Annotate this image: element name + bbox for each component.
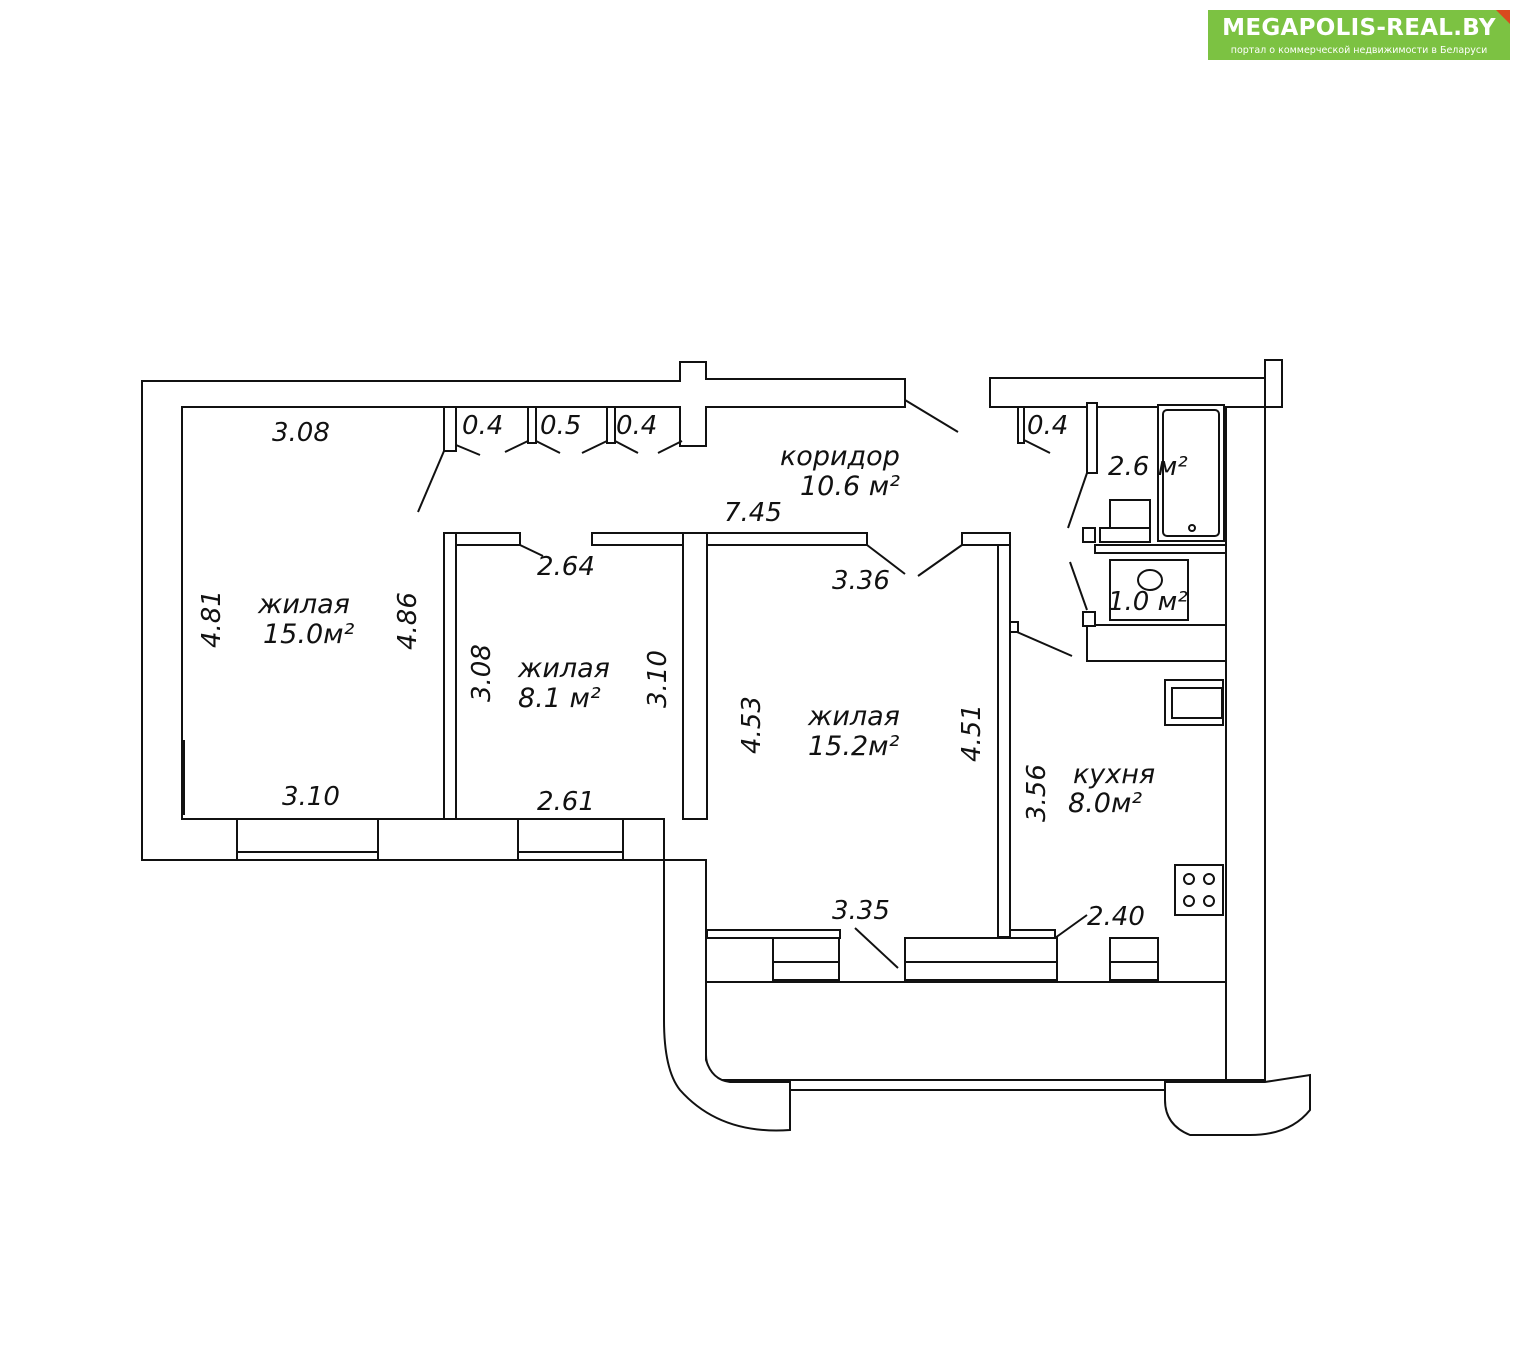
dim-closet-2: 0.5 xyxy=(540,411,581,441)
closet-door-2 xyxy=(504,440,529,453)
balcony-door xyxy=(904,937,1058,981)
door-r1 xyxy=(417,450,445,513)
dim-r1-left: 4.81 xyxy=(197,590,227,648)
room-name-corridor: коридор xyxy=(780,441,900,472)
windows xyxy=(236,818,1166,1091)
wall-corridor-mid xyxy=(591,532,684,546)
dim-r3-bottom: 3.35 xyxy=(832,896,890,926)
closet-divider-2 xyxy=(527,406,537,444)
door-r3-left xyxy=(866,544,906,575)
room-name-living2: жилая xyxy=(517,653,610,684)
dim-r3-top: 3.36 xyxy=(832,566,890,596)
window-r1 xyxy=(236,818,379,861)
dim-r2-top: 2.64 xyxy=(537,552,595,582)
brand-corner-flag xyxy=(1496,10,1510,24)
dim-r2-bottom: 2.61 xyxy=(537,787,595,817)
walls xyxy=(141,359,1311,1136)
room-area-bath: 2.6 м² xyxy=(1108,452,1188,482)
door-r2 xyxy=(519,544,544,557)
wall-bath-left xyxy=(1086,402,1098,474)
door-balcony-1 xyxy=(854,927,899,969)
door-entrance xyxy=(904,399,959,433)
room-area-corridor: 10.6 м² xyxy=(800,471,900,502)
closet-bath-divider xyxy=(1017,406,1025,444)
loggia-window xyxy=(789,1079,1166,1091)
dim-r1-bottom: 3.10 xyxy=(282,782,340,812)
wall-wc-bottom xyxy=(1086,624,1227,662)
window-r3 xyxy=(772,937,840,981)
closet-door-3 xyxy=(535,440,561,454)
dim-r2-right: 3.10 xyxy=(643,650,673,708)
room-area-wc: 1.0 м² xyxy=(1108,587,1188,617)
dim-r2-left: 3.08 xyxy=(467,644,497,702)
room-area-living3: 15.2м² xyxy=(808,731,899,762)
brand-title: MEGAPOLIS-REAL.BY xyxy=(1222,15,1496,41)
dim-closet-1: 0.4 xyxy=(462,411,503,441)
wall-r3-kitchen xyxy=(997,532,1011,938)
closet-divider-1 xyxy=(443,406,457,452)
window-r2 xyxy=(517,818,624,861)
outer-wall-right xyxy=(1225,406,1266,1081)
door-balcony-2 xyxy=(1054,914,1088,939)
room-name-living3: жилая xyxy=(807,701,900,732)
wall-r1-r2 xyxy=(443,532,457,820)
closet-bath-door xyxy=(1023,439,1051,454)
dim-kitchen-bottom: 2.40 xyxy=(1087,902,1145,932)
dimension-labels: 3.08 0.4 0.5 0.4 0.4 7.45 2.64 3.36 3.10… xyxy=(197,411,1145,932)
fixtures xyxy=(1099,404,1225,916)
bathtub-inner xyxy=(1162,409,1220,537)
door-kitchen xyxy=(1016,631,1073,657)
door-bath xyxy=(1067,472,1088,529)
wall-bath-div xyxy=(1094,544,1227,554)
dim-closet-4: 0.4 xyxy=(1027,411,1068,441)
dim-r3-right: 4.51 xyxy=(957,704,987,762)
wall-corridor-r3b xyxy=(961,532,1011,546)
closet-divider-3 xyxy=(606,406,616,444)
wall-k-bottom xyxy=(1009,929,1056,939)
closet-door-6 xyxy=(657,440,683,454)
wall-corridor-r2 xyxy=(455,532,521,546)
room-area-living2: 8.1 м² xyxy=(518,683,601,714)
loggia-bottom-band xyxy=(705,981,1227,1081)
brand-banner: MEGAPOLIS-REAL.BY портал о коммерческой … xyxy=(1208,10,1510,60)
room-name-living1: жилая xyxy=(257,589,350,620)
wall-r3-bottom xyxy=(706,929,841,939)
window-kitchen xyxy=(1109,937,1159,981)
dim-corridor-length: 7.45 xyxy=(724,498,782,528)
door-wc xyxy=(1069,561,1088,611)
room-name-kitchen: кухня xyxy=(1073,759,1155,790)
dim-kitchen-left: 3.56 xyxy=(1022,764,1052,822)
dim-r1-top: 3.08 xyxy=(272,418,330,448)
outer-wall-left xyxy=(141,361,906,861)
toilet xyxy=(1137,569,1163,591)
loggia-corner-left xyxy=(663,859,791,1132)
room-labels: коридор 10.6 м² жилая 15.0м² жилая 8.1 м… xyxy=(257,441,1188,819)
dim-r3-left: 4.53 xyxy=(737,696,767,754)
dim-r1-right: 4.86 xyxy=(393,592,423,650)
room-area-living1: 15.0м² xyxy=(263,619,354,650)
room-area-kitchen: 8.0м² xyxy=(1068,788,1142,819)
wall-corridor-r3 xyxy=(706,532,868,546)
brand-subtitle: портал о коммерческой недвижимости в Бел… xyxy=(1230,45,1488,56)
outer-wall-top-right xyxy=(989,377,1266,408)
stove xyxy=(1174,864,1224,916)
closet-door-4 xyxy=(581,440,608,454)
loggia-corner-right xyxy=(1164,1073,1311,1136)
closet-door-1 xyxy=(455,444,481,456)
door-r3-right xyxy=(917,544,963,577)
wall-r2-r3 xyxy=(682,532,708,820)
outer-wall-far-right xyxy=(1264,359,1283,408)
closet-door-5 xyxy=(614,440,639,454)
doors xyxy=(183,399,1096,969)
dim-closet-3: 0.4 xyxy=(616,411,657,441)
